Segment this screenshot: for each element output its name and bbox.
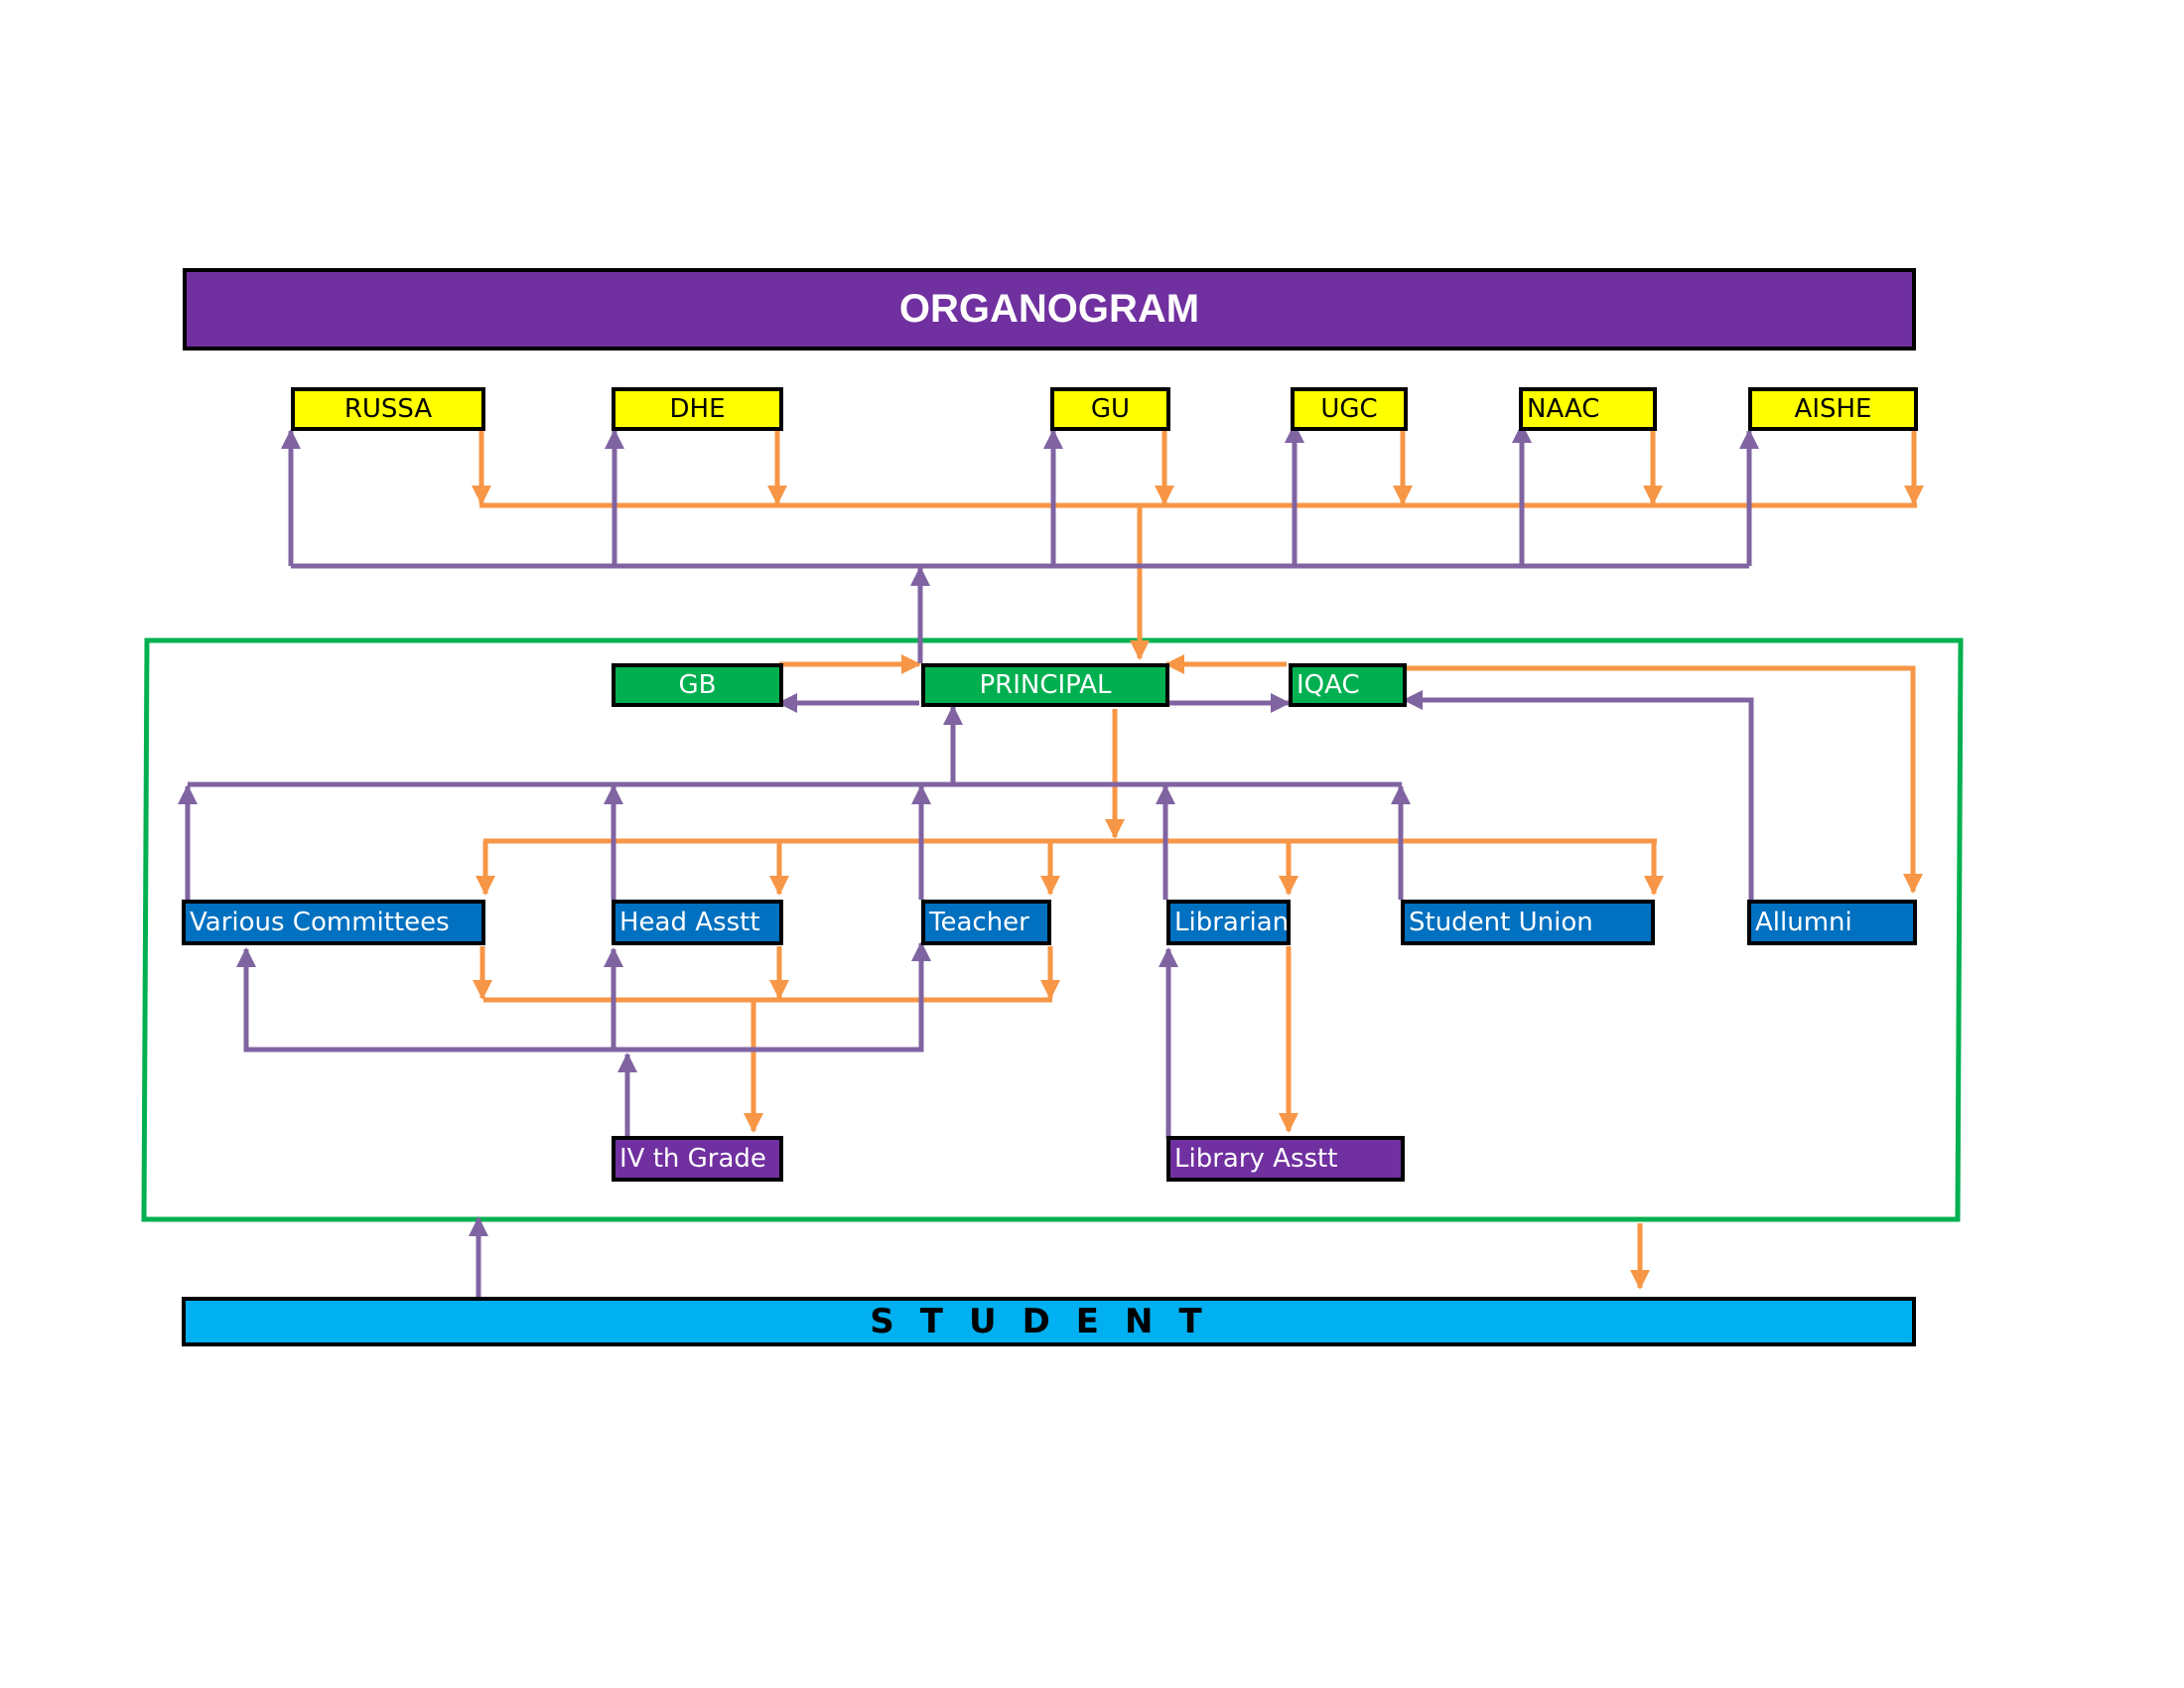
node-head-asstt: Head Asstt <box>612 900 783 945</box>
node-principal: PRINCIPAL <box>921 663 1169 707</box>
student-bar: STUDENT <box>182 1297 1916 1346</box>
organogram-title: ORGANOGRAM <box>183 268 1916 351</box>
node-iv-th-grade: IV th Grade <box>612 1136 783 1182</box>
node-various-committees: Various Committees <box>182 900 485 945</box>
node-gu: GU <box>1050 387 1170 431</box>
node-allumni: Allumni <box>1747 900 1917 945</box>
node-dhe: DHE <box>612 387 783 431</box>
node-library-asstt: Library Asstt <box>1166 1136 1405 1182</box>
node-iqac: IQAC <box>1289 663 1407 707</box>
node-aishe: AISHE <box>1748 387 1918 431</box>
node-librarian: Librarian <box>1166 900 1291 945</box>
node-gb: GB <box>612 663 783 707</box>
node-student-union: Student Union <box>1401 900 1655 945</box>
orange-downward-flows <box>472 429 1924 1290</box>
node-russa: RUSSA <box>291 387 485 431</box>
node-teacher: Teacher <box>921 900 1051 945</box>
college-boundary <box>141 637 1964 1222</box>
purple-upward-flows <box>178 423 1759 1299</box>
node-ugc: UGC <box>1291 387 1408 431</box>
node-naac: NAAC <box>1519 387 1657 431</box>
